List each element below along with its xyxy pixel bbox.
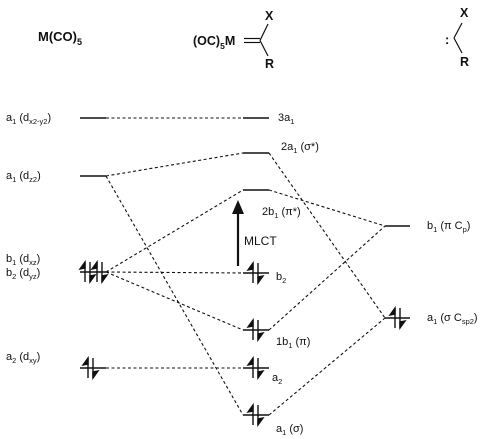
label-a1-dx2y2: a1 (dx2-y2) bbox=[6, 112, 51, 126]
carbene-substituent-x: X bbox=[460, 6, 469, 20]
electron-pair-b1b2-left bbox=[78, 259, 109, 285]
complex-substituent-x: X bbox=[265, 9, 274, 23]
line-1b1-b1cp bbox=[268, 225, 386, 331]
left-levels bbox=[78, 117, 109, 381]
label-a2-dxy: a2 (dxy) bbox=[6, 351, 40, 365]
line-a1dz2-2a1 bbox=[105, 152, 244, 177]
electron-pair-b2-mid bbox=[246, 260, 265, 286]
label-3a1: 3a1 bbox=[278, 112, 294, 126]
electron-pair-a2-mid bbox=[246, 355, 265, 381]
label-2b1: 2b1 (π*) bbox=[262, 206, 301, 220]
correlation-lines bbox=[105, 117, 386, 416]
complex-formula: (OC)5M bbox=[193, 34, 235, 51]
line-b1dxz-2b1 bbox=[105, 189, 244, 273]
label-a1-sigma: a1 (σ) bbox=[276, 423, 303, 437]
electron-pair-a1-right bbox=[388, 305, 407, 331]
carbene-bonds bbox=[453, 22, 463, 54]
metal-fragment-title: M(CO)5 bbox=[38, 29, 82, 47]
electron-pair-a1-mid bbox=[246, 402, 265, 428]
electron-pair-a2-left bbox=[81, 355, 100, 381]
label-2a1: 2a1 (σ*) bbox=[281, 141, 319, 155]
mlct-label: MLCT bbox=[244, 234, 277, 248]
complex-substituent-r: R bbox=[265, 57, 274, 71]
line-b2dyz-b2 bbox=[105, 271, 244, 274]
carbene-double-bond bbox=[244, 23, 269, 57]
electron-pair-1b1-mid bbox=[246, 317, 265, 343]
line-b1dxz-1b1 bbox=[105, 271, 244, 331]
carbene-substituent-r: R bbox=[460, 55, 469, 69]
label-a2: a2 bbox=[272, 372, 282, 386]
line-2a1-a1csp2 bbox=[268, 152, 386, 319]
label-b1-dxz: b1 (dxz) bbox=[6, 253, 40, 267]
mlct-arrow bbox=[232, 200, 244, 266]
line-2b1-b1cp bbox=[268, 189, 386, 227]
middle-levels bbox=[243, 117, 269, 428]
line-a1sigma-a1csp2 bbox=[268, 317, 386, 416]
right-levels bbox=[385, 225, 410, 331]
label-b2-dyz: b2 (dyz) bbox=[6, 267, 40, 281]
label-a1-dz2: a1 (dz2) bbox=[6, 170, 41, 184]
label-a1-sigma-csp2: a1 (σ Csp2) bbox=[427, 312, 478, 326]
label-1b1: 1b1 (π) bbox=[276, 336, 310, 350]
line-a1dz2-a1sigma bbox=[105, 175, 244, 416]
carbene-lone-pair: : bbox=[445, 32, 449, 47]
label-b2: b2 bbox=[276, 271, 286, 285]
label-b1-pi-cp: b1 (π Cp) bbox=[427, 220, 470, 234]
